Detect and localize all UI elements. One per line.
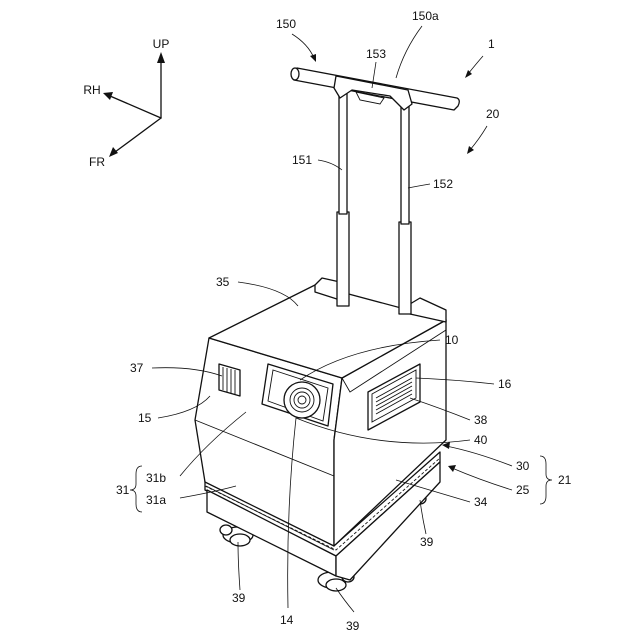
label-30: 30 (516, 459, 530, 473)
label-150a: 150a (412, 9, 439, 23)
label-31: 31 (116, 483, 130, 497)
label-10: 10 (445, 333, 459, 347)
axis-label-up: UP (153, 37, 170, 51)
label-153: 153 (366, 47, 386, 61)
label-1: 1 (488, 37, 495, 51)
axis-label-right: RH (83, 83, 100, 97)
axis-label-front: FR (89, 155, 105, 169)
label-37: 37 (130, 361, 144, 375)
front-vent (219, 364, 240, 396)
label-39-bottom: 39 (346, 619, 360, 633)
label-40: 40 (474, 433, 488, 447)
label-25: 25 (516, 483, 530, 497)
label-21: 21 (558, 473, 572, 487)
label-15: 15 (138, 411, 152, 425)
label-150: 150 (276, 17, 296, 31)
label-31b: 31b (146, 471, 166, 485)
label-35: 35 (216, 275, 230, 289)
label-151: 151 (292, 153, 312, 167)
label-39-right: 39 (420, 535, 434, 549)
label-16: 16 (498, 377, 512, 391)
label-39-left: 39 (232, 591, 246, 605)
telescopic-handle (291, 68, 459, 322)
label-20: 20 (486, 107, 500, 121)
label-31a: 31a (146, 493, 166, 507)
label-14: 14 (280, 613, 294, 627)
direction-axes (103, 52, 165, 157)
label-38: 38 (474, 413, 488, 427)
label-152: 152 (433, 177, 453, 191)
label-34: 34 (474, 495, 488, 509)
